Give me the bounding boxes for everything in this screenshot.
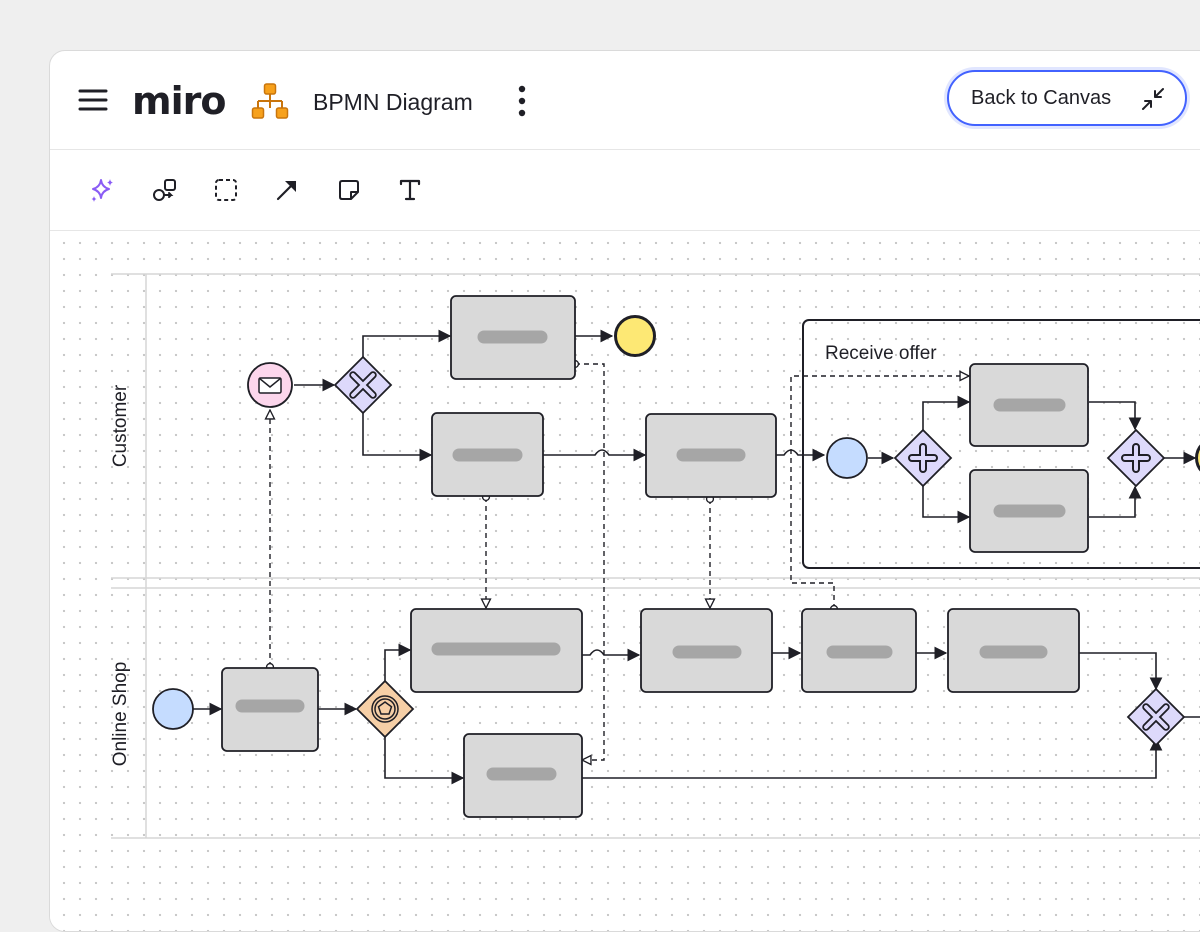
end-event-subprocess[interactable] [1197,439,1200,478]
connector-arrow-icon[interactable] [273,176,301,204]
lane-label-customer: Customer [110,384,131,467]
top-bar: miro BPMN Diagram Back to Canvas [50,51,1200,150]
start-event-customer[interactable] [827,438,867,478]
diagram-canvas[interactable]: Customer Online Shop Receive offer [50,231,1200,931]
org-chart-icon [250,81,290,121]
toolbar [50,150,1200,231]
exclusive-gateway-customer[interactable] [335,357,391,413]
back-to-canvas-button[interactable]: Back to Canvas [947,70,1187,126]
lane-label-online-shop: Online Shop [110,662,131,767]
more-options-icon[interactable] [510,83,534,119]
back-to-canvas-label: Back to Canvas [971,87,1111,110]
board-title[interactable]: BPMN Diagram [313,87,473,117]
menu-icon[interactable] [78,85,108,115]
parallel-gateway-join[interactable] [1108,430,1164,486]
pool [111,274,1200,838]
start-event-online-shop[interactable] [153,689,193,729]
subprocess-label: Receive offer [825,343,937,364]
app-window: miro BPMN Diagram Back to Canvas [49,50,1200,932]
exclusive-gateway-online-shop[interactable] [1128,689,1184,745]
end-event[interactable] [616,317,655,356]
collapse-icon [1141,87,1165,111]
miro-logo[interactable]: miro [132,77,225,125]
shapes-icon[interactable] [151,176,179,204]
ai-sparkle-icon[interactable] [89,176,117,204]
event-based-gateway[interactable] [357,681,413,737]
sticky-note-icon[interactable] [335,176,363,204]
text-tool-icon[interactable] [396,176,424,204]
frame-select-icon[interactable] [212,176,240,204]
bpmn-diagram: Customer Online Shop Receive offer [50,231,1200,931]
message-start-event[interactable] [248,363,292,407]
parallel-gateway-split[interactable] [895,430,951,486]
